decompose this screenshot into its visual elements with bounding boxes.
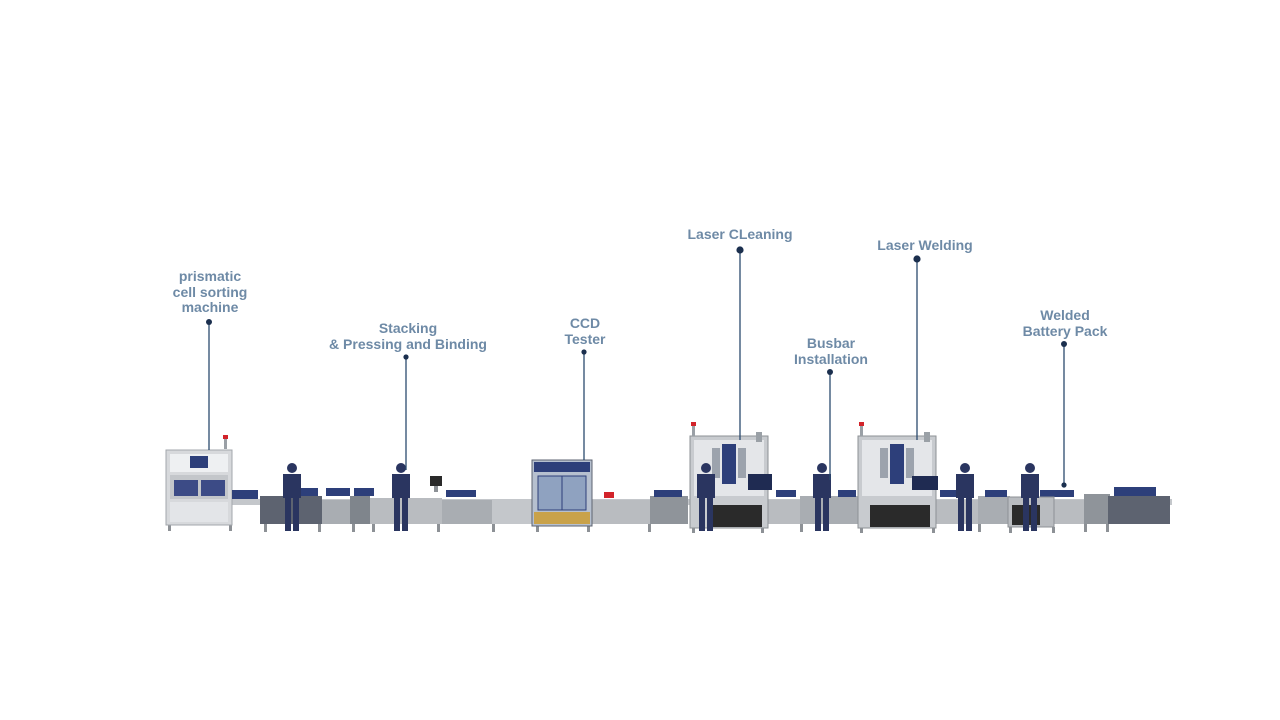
operator — [956, 463, 974, 531]
leader-dot-pack — [1061, 341, 1067, 347]
label-busbar: Busbar Installation — [794, 335, 868, 367]
label-line: Busbar — [806, 335, 856, 351]
label-line: Stacking — [378, 320, 438, 336]
callout-leaders — [208, 250, 1065, 486]
label-line: prismatic — [178, 268, 242, 284]
laser-welding-machine — [857, 422, 938, 529]
operator — [283, 463, 301, 531]
sorting-machine — [165, 435, 258, 526]
label-line: machine — [181, 299, 239, 315]
label-line: Laser Welding — [877, 237, 973, 253]
ccd-tester-machine — [531, 459, 593, 527]
operator — [813, 463, 831, 531]
label-line: Installation — [794, 350, 868, 367]
leader-dot-cleaning — [736, 246, 744, 254]
leader-dot-sorting — [206, 319, 212, 325]
operator — [392, 463, 410, 531]
machine-legs — [168, 524, 1109, 533]
operators — [283, 463, 1039, 531]
label-line: Tester — [564, 330, 606, 347]
label-welded-pack: Welded Battery Pack — [1022, 307, 1108, 339]
leader-dot-stacking — [403, 354, 409, 360]
label-sorting-machine: prismatic cell sorting machine — [172, 268, 248, 316]
label-line: Battery Pack — [1022, 322, 1108, 339]
callout-dots — [206, 246, 1067, 488]
label-line: & Pressing and Binding — [329, 335, 487, 352]
leader-dot-pack-end — [1061, 482, 1067, 488]
label-line: cell sorting — [172, 283, 248, 300]
leader-dot-welding — [913, 255, 921, 263]
leader-dot-busbar — [827, 369, 833, 375]
label-laser-cleaning: Laser CLeaning — [687, 226, 793, 243]
label-stacking: Stacking & Pressing and Binding — [329, 320, 487, 352]
label-line: Laser CLeaning — [687, 226, 793, 242]
workstation-monitors — [430, 476, 442, 492]
label-laser-welding: Laser Welding — [877, 237, 973, 254]
label-line: CCD — [569, 315, 601, 331]
operator — [1021, 463, 1039, 531]
label-line: Welded — [1040, 307, 1090, 323]
operator — [697, 463, 715, 531]
leader-dot-ccd — [581, 349, 587, 355]
label-ccd-tester: CCD Tester — [564, 315, 606, 347]
